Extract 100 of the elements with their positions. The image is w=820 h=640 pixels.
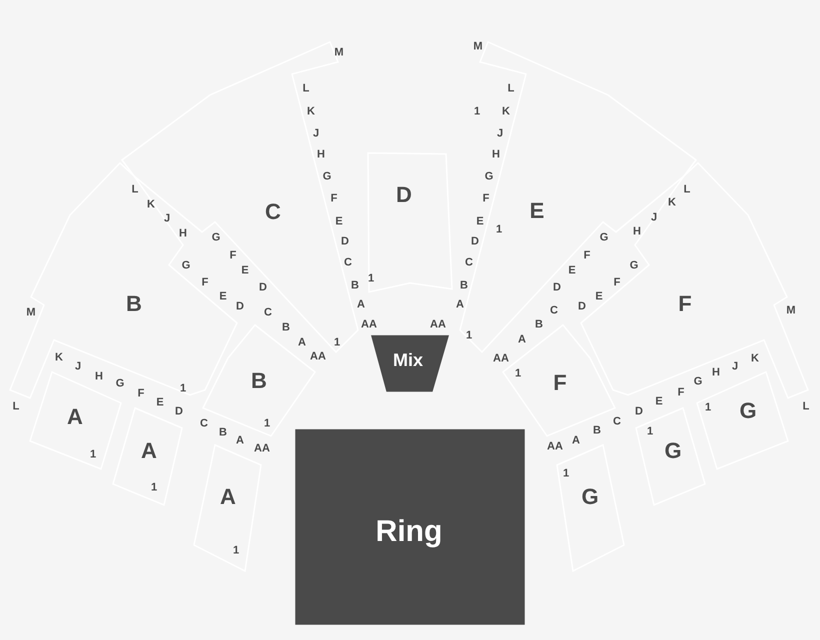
- row-label: H: [492, 150, 500, 160]
- row-label: J: [164, 214, 170, 224]
- row-label: D: [259, 282, 267, 294]
- row-label: G: [322, 172, 332, 182]
- row-label: C: [200, 418, 208, 430]
- row-label: A: [456, 300, 464, 310]
- seat-number: 1: [514, 368, 522, 380]
- row-label: L: [132, 184, 138, 196]
- row-label: H: [317, 150, 325, 160]
- row-label: G: [116, 378, 124, 390]
- row-label: E: [219, 292, 227, 302]
- seat-number: 1: [264, 418, 270, 430]
- section-letter: B: [126, 293, 142, 315]
- row-label: F: [614, 278, 620, 288]
- row-label: E: [335, 216, 343, 228]
- row-label: J: [650, 212, 658, 224]
- row-label: AA: [430, 320, 446, 330]
- row-label: B: [460, 280, 468, 292]
- row-label: K: [147, 200, 155, 210]
- row-label: L: [508, 84, 514, 94]
- row-label: J: [732, 362, 738, 372]
- row-label: H: [179, 228, 187, 240]
- row-label: A: [357, 300, 365, 310]
- seat-number: 1: [150, 482, 158, 494]
- row-label: E: [568, 266, 576, 276]
- row-label: B: [593, 426, 601, 436]
- seat-number: 1: [334, 338, 340, 348]
- row-label: D: [553, 282, 561, 294]
- section-letter: A: [220, 486, 236, 508]
- row-label: B: [351, 280, 359, 292]
- row-label: D: [578, 302, 586, 312]
- row-label: G: [212, 232, 220, 244]
- row-label: E: [595, 292, 603, 302]
- row-label: H: [712, 368, 720, 378]
- row-label: C: [264, 308, 272, 318]
- row-label: AA: [254, 444, 270, 454]
- row-label: K: [307, 106, 315, 118]
- row-label: A: [298, 338, 306, 348]
- row-label: D: [635, 406, 643, 418]
- row-label: C: [344, 258, 352, 268]
- row-label: L: [12, 402, 20, 412]
- row-label: F: [678, 388, 684, 398]
- seat-number: 1: [646, 426, 654, 438]
- row-label: AA: [310, 352, 326, 362]
- section-letter: F: [553, 372, 567, 394]
- row-label: F: [230, 250, 236, 262]
- seat-number: 1: [496, 224, 502, 236]
- seat-number: 1: [704, 402, 712, 414]
- section-letter: D: [396, 184, 412, 206]
- row-label: J: [496, 128, 504, 140]
- seat-number: 1: [180, 384, 186, 394]
- row-label: H: [633, 226, 641, 238]
- seat-number: 1: [368, 274, 374, 284]
- seat-number: 1: [232, 546, 240, 556]
- row-label: D: [341, 236, 349, 248]
- row-label: AA: [547, 442, 563, 452]
- row-label: K: [751, 354, 759, 364]
- row-label: F: [584, 250, 590, 262]
- section-letter: B: [251, 370, 267, 392]
- row-label: A: [518, 334, 526, 346]
- row-label: B: [535, 320, 543, 330]
- row-label: F: [202, 278, 208, 288]
- row-label: H: [95, 372, 103, 382]
- row-label: A: [572, 436, 580, 446]
- row-label: G: [484, 172, 494, 182]
- row-label: F: [138, 388, 144, 400]
- mix-position: [372, 336, 448, 391]
- row-label: G: [694, 376, 702, 388]
- row-label: J: [74, 362, 82, 372]
- area-label: Mix: [393, 351, 423, 369]
- row-label: K: [55, 352, 63, 364]
- seat-number: 1: [562, 468, 570, 480]
- row-label: M: [26, 308, 36, 318]
- section-letter: E: [530, 200, 544, 222]
- row-label: L: [802, 402, 810, 412]
- row-label: M: [334, 48, 344, 58]
- row-label: C: [613, 416, 621, 428]
- row-label: AA: [493, 354, 509, 364]
- row-label: E: [655, 396, 663, 408]
- row-label: B: [282, 322, 290, 334]
- row-label: AA: [361, 320, 377, 330]
- section-letter: G: [581, 486, 599, 508]
- section-letter: C: [265, 201, 281, 223]
- seat-number: 1: [90, 450, 96, 460]
- section-letter: G: [664, 440, 682, 462]
- row-label: M: [786, 306, 796, 316]
- row-label: C: [550, 306, 558, 316]
- row-label: D: [236, 302, 244, 312]
- row-label: F: [482, 194, 490, 204]
- row-label: G: [600, 232, 608, 244]
- row-label: D: [471, 236, 479, 248]
- row-label: E: [156, 398, 164, 408]
- section-letter: G: [739, 400, 757, 422]
- row-label: G: [630, 260, 638, 272]
- row-label: A: [236, 436, 244, 446]
- row-label: K: [502, 106, 510, 118]
- row-label: J: [312, 128, 320, 140]
- row-label: G: [182, 260, 190, 272]
- row-label: F: [330, 194, 338, 204]
- area-label: Ring: [376, 517, 442, 547]
